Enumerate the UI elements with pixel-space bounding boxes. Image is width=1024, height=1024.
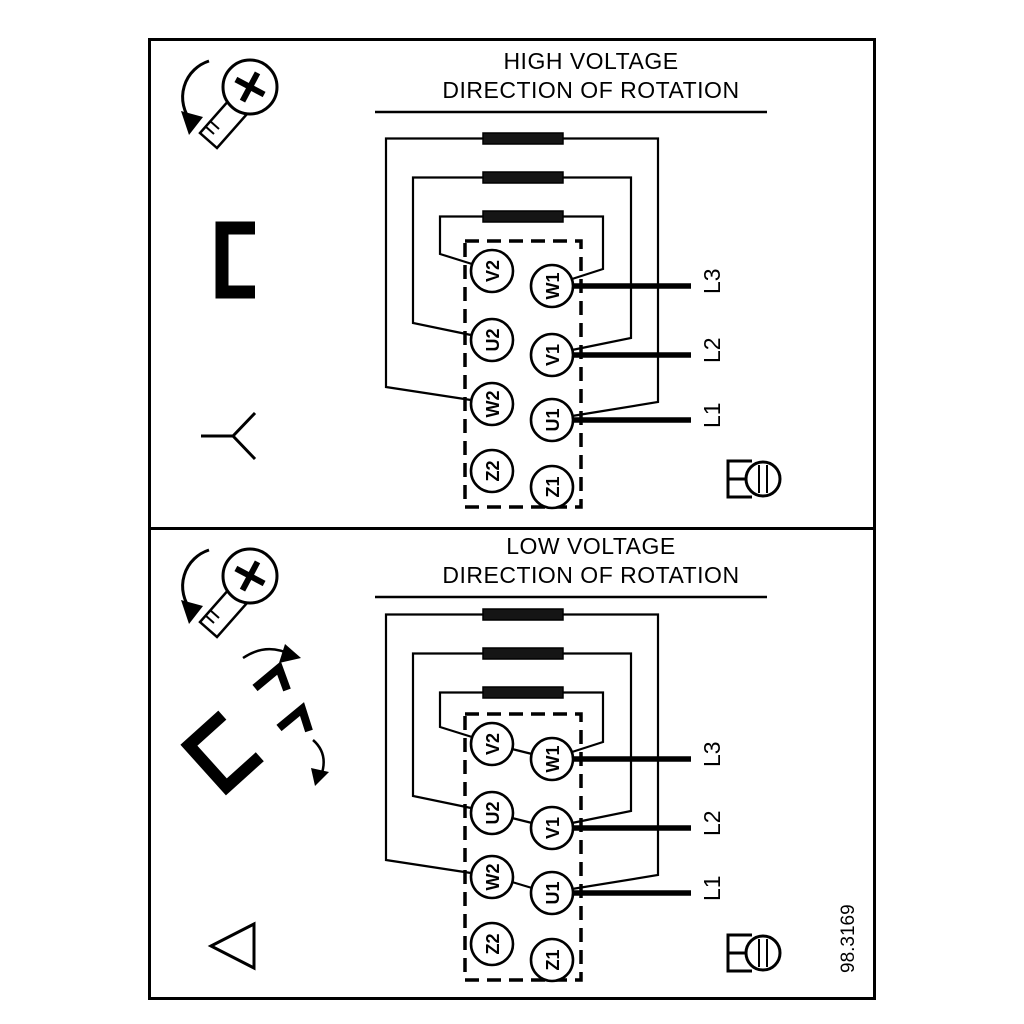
- panel-subtitle: DIRECTION OF ROTATION: [442, 77, 739, 103]
- winding-bars: [482, 608, 564, 699]
- supply-line-label-L2: L2: [699, 810, 725, 836]
- jumper-link-icon: [215, 221, 255, 299]
- panel-title: LOW VOLTAGE: [506, 533, 676, 559]
- drawing-number: 98.3169: [838, 904, 859, 973]
- terminal-V1: V1: [529, 332, 575, 378]
- winding-bar: [482, 647, 564, 660]
- svg-text:V2: V2: [483, 733, 503, 755]
- terminal-Z1: Z1: [529, 937, 575, 983]
- arrowhead: [311, 768, 329, 786]
- winding-wires: [384, 613, 660, 891]
- arrowhead: [279, 644, 301, 663]
- delta-link-wire: [511, 747, 533, 756]
- supply-line-label-L1: L1: [699, 875, 725, 901]
- terminals: V2 W1 U2 V1 W2 U1 Z2 Z1: [469, 721, 575, 983]
- svg-text:U1: U1: [543, 408, 563, 431]
- supply-lines: L3 L2 L1: [573, 268, 725, 428]
- svg-text:W2: W2: [483, 391, 503, 418]
- svg-text:W2: W2: [483, 864, 503, 891]
- svg-text:Z2: Z2: [483, 933, 503, 954]
- winding-bars: [482, 132, 564, 223]
- winding-wires: [384, 137, 660, 418]
- star-connection-symbol: [201, 411, 257, 461]
- supply-lines: L3 L2 L1: [573, 741, 725, 901]
- terminal-U1: U1: [529, 870, 575, 916]
- terminal-Z2: Z2: [469, 448, 515, 494]
- supply-line-label-L3: L3: [699, 268, 725, 294]
- panel-high-voltage: HIGH VOLTAGE DIRECTION OF ROTATION: [181, 48, 782, 510]
- terminal-screw-icon: [726, 933, 782, 973]
- terminal-W1: W1: [529, 263, 575, 309]
- svg-text:Z2: Z2: [483, 460, 503, 481]
- svg-text:U2: U2: [483, 328, 503, 351]
- screw-rotation-icon: [181, 58, 279, 150]
- terminal-Z2: Z2: [469, 921, 515, 967]
- svg-text:W1: W1: [543, 273, 563, 300]
- arrowhead: [181, 111, 203, 135]
- terminal-U2: U2: [469, 790, 515, 836]
- terminal-U2: U2: [469, 317, 515, 363]
- svg-text:V1: V1: [543, 817, 563, 839]
- winding-bar: [482, 608, 564, 621]
- terminal-block-outline: [463, 712, 583, 982]
- terminal-W2: W2: [469, 854, 515, 900]
- delta-link-wire: [511, 880, 533, 890]
- terminal-block-outline: [463, 239, 583, 509]
- delta-connection-symbol: [207, 921, 256, 971]
- supply-line-label-L2: L2: [699, 337, 725, 363]
- winding-bar: [482, 686, 564, 699]
- panel-subtitle: DIRECTION OF ROTATION: [442, 562, 739, 588]
- delta-link-wire: [511, 816, 533, 825]
- panel-low-voltage: LOW VOLTAGE DIRECTION OF ROTATION: [180, 533, 859, 983]
- panel-divider: [151, 527, 873, 530]
- jumper-links-delta-icon: [180, 644, 329, 796]
- svg-text:W1: W1: [543, 746, 563, 773]
- terminal-V2: V2: [469, 721, 515, 767]
- supply-line-label-L3: L3: [699, 741, 725, 767]
- terminal-Z1: Z1: [529, 464, 575, 510]
- svg-text:Z1: Z1: [543, 476, 563, 497]
- arrowhead: [181, 600, 203, 624]
- screw-rotation-icon: [181, 547, 279, 639]
- diagram-frame: HIGH VOLTAGE DIRECTION OF ROTATION: [148, 38, 876, 1000]
- winding-bar: [482, 171, 564, 184]
- terminal-W1: W1: [529, 736, 575, 782]
- terminal-V2: V2: [469, 248, 515, 294]
- winding-bar: [482, 132, 564, 145]
- svg-text:V1: V1: [543, 344, 563, 366]
- terminal-V1: V1: [529, 805, 575, 851]
- terminal-screw-icon: [726, 459, 782, 499]
- supply-line-label-L1: L1: [699, 402, 725, 428]
- svg-text:U2: U2: [483, 801, 503, 824]
- terminal-W2: W2: [469, 381, 515, 427]
- svg-text:Z1: Z1: [543, 949, 563, 970]
- svg-text:V2: V2: [483, 260, 503, 282]
- terminals: V2 W1 U2 V1 W2 U1 Z2 Z1: [469, 248, 575, 510]
- terminal-U1: U1: [529, 397, 575, 443]
- panel-title: HIGH VOLTAGE: [503, 48, 678, 74]
- winding-bar: [482, 210, 564, 223]
- svg-text:U1: U1: [543, 881, 563, 904]
